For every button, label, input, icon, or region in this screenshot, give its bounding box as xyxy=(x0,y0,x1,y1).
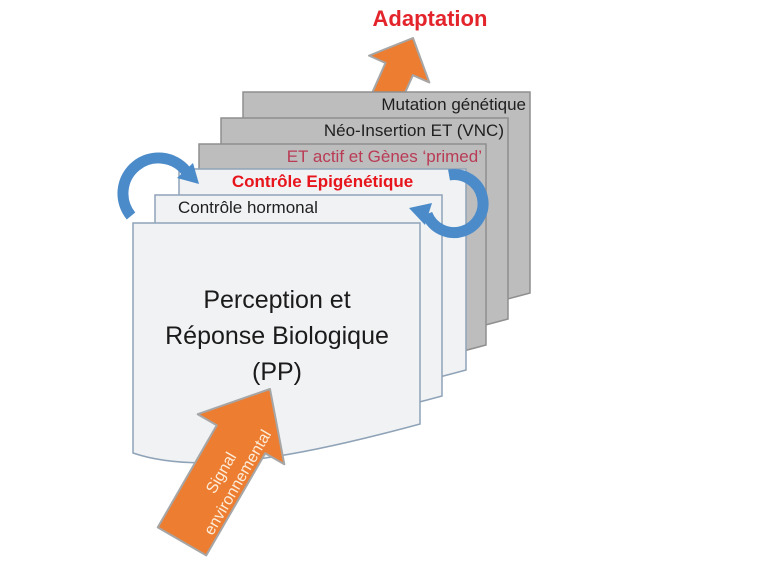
cycle-arrow-left-icon xyxy=(117,152,199,220)
front-card-line-2: Réponse Biologique xyxy=(165,322,389,350)
adaptation-label: Adaptation xyxy=(372,6,488,31)
layer-label-mutation-genetique: Mutation génétique xyxy=(381,95,526,114)
layer-label-et-actif-genes: ET actif et Gènes ‘primed’ xyxy=(286,147,482,166)
layer-label-neo-insertion-et: Néo-Insertion ET (VNC) xyxy=(323,121,504,140)
layer-label-controle-epigenetique: Contrôle Epigénétique xyxy=(231,172,414,191)
card-stack xyxy=(132,91,531,464)
layer-label-controle-hormonal: Contrôle hormonal xyxy=(178,198,318,217)
cycle-arrow-right-icon xyxy=(409,169,489,239)
front-card-line-1: Perception et xyxy=(203,286,351,314)
front-card-line-3: (PP) xyxy=(252,358,302,386)
signal-arrow-icon xyxy=(156,388,286,557)
front-card-title: Perception et Réponse Biologique (PP) xyxy=(133,282,421,390)
